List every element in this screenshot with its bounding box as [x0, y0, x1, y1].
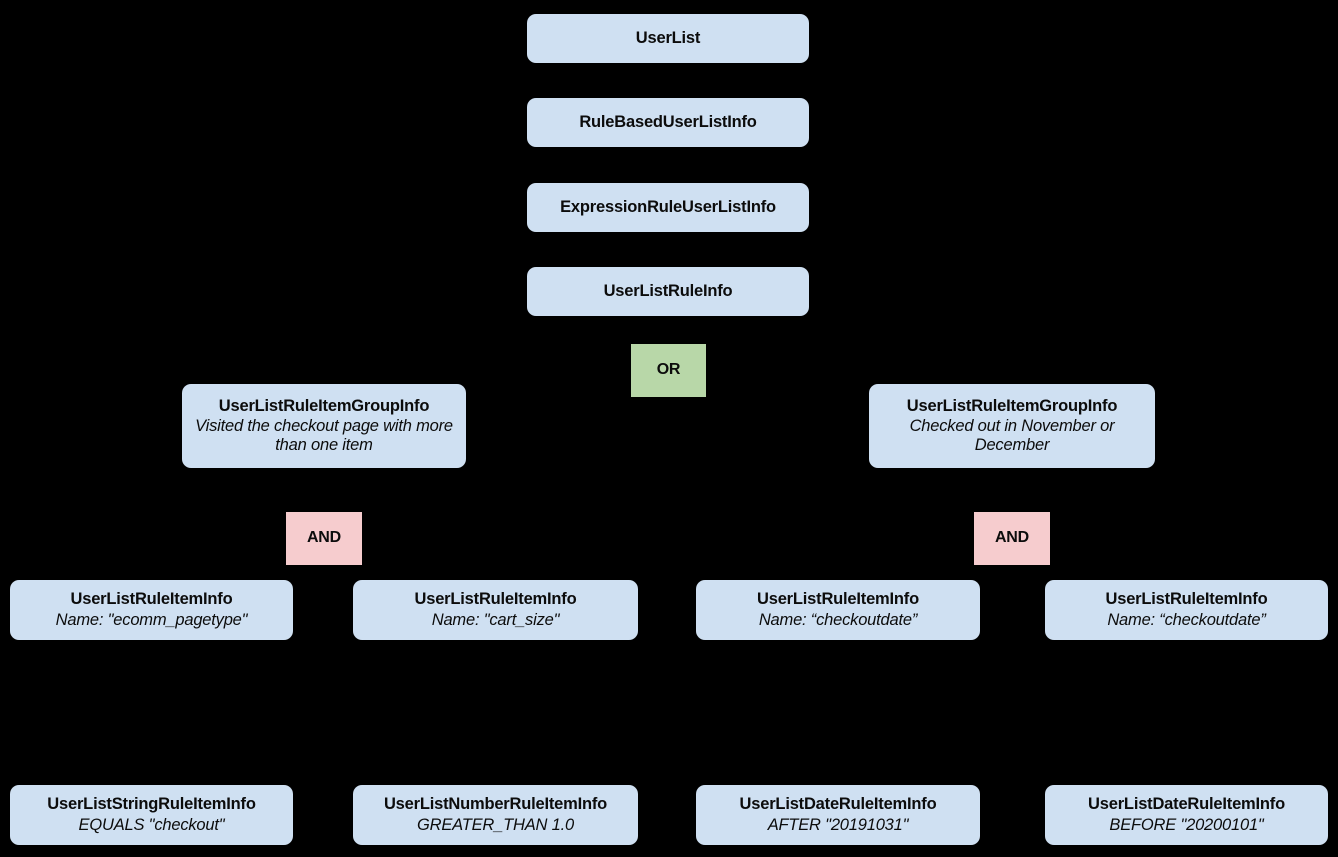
node-leaf-1-subtitle: EQUALS "checkout"	[78, 815, 225, 834]
node-or-operator[interactable]: OR	[631, 344, 706, 397]
node-leaf-3[interactable]: UserListDateRuleItemInfo AFTER "20191031…	[696, 785, 980, 845]
node-group-left-subtitle: Visited the checkout page with more than…	[195, 416, 453, 455]
node-leaf-2-subtitle: GREATER_THAN 1.0	[417, 815, 574, 834]
node-rule-item-3-subtitle: Name: “checkoutdate”	[758, 610, 918, 629]
node-leaf-4-title: UserListDateRuleItemInfo	[1088, 795, 1285, 814]
node-user-list-title: UserList	[635, 28, 701, 47]
node-rule-item-4-subtitle: Name: “checkoutdate”	[1107, 610, 1266, 629]
node-user-list-rule-info[interactable]: UserListRuleInfo	[527, 267, 809, 316]
node-leaf-4-subtitle: BEFORE "20200101"	[1109, 815, 1264, 834]
edge-expression-to-ruleinfo	[667, 232, 669, 279]
node-rule-item-4[interactable]: UserListRuleItemInfo Name: “checkoutdate…	[1045, 580, 1328, 640]
node-leaf-3-title: UserListDateRuleItemInfo	[739, 795, 937, 814]
edge-rulebased-to-expression	[667, 147, 669, 195]
node-rule-item-3[interactable]: UserListRuleItemInfo Name: “checkoutdate…	[696, 580, 980, 640]
arrowhead-group-right	[1002, 374, 1020, 387]
node-and-operator-right-label: AND	[994, 529, 1030, 547]
node-rule-based-user-list-info[interactable]: RuleBasedUserListInfo	[527, 98, 809, 147]
edge-item1-to-leaf1	[151, 640, 153, 785]
node-rule-item-3-title: UserListRuleItemInfo	[757, 590, 919, 609]
edge-group-left-to-and	[323, 468, 325, 512]
edge-item2-to-leaf2	[495, 640, 497, 785]
node-group-right[interactable]: UserListRuleItemGroupInfo Checked out in…	[869, 384, 1155, 468]
node-and-operator-left[interactable]: AND	[286, 512, 362, 565]
edge-or-to-group-left-h	[323, 372, 633, 374]
edge-item4-to-leaf4	[1186, 640, 1188, 785]
node-rule-item-1-subtitle: Name: "ecomm_pagetype"	[55, 610, 248, 629]
edge-or-to-group-right-h	[705, 372, 1012, 374]
edge-item3-to-leaf3	[838, 640, 840, 785]
edge-group-right-to-and	[1011, 468, 1013, 512]
node-expression-rule-user-list-info[interactable]: ExpressionRuleUserListInfo	[527, 183, 809, 232]
node-leaf-1[interactable]: UserListStringRuleItemInfo EQUALS "check…	[10, 785, 293, 845]
node-rule-item-2-subtitle: Name: "cart_size"	[431, 610, 560, 629]
node-group-right-title: UserListRuleItemGroupInfo	[906, 396, 1118, 415]
node-leaf-2[interactable]: UserListNumberRuleItemInfo GREATER_THAN …	[353, 785, 638, 845]
node-and-operator-left-label: AND	[306, 529, 342, 547]
node-leaf-3-subtitle: AFTER "20191031"	[767, 815, 909, 834]
node-rule-item-2-title: UserListRuleItemInfo	[414, 590, 577, 609]
node-leaf-4[interactable]: UserListDateRuleItemInfo BEFORE "2020010…	[1045, 785, 1328, 845]
node-rule-item-4-title: UserListRuleItemInfo	[1105, 590, 1268, 609]
node-group-right-subtitle: Checked out in November or December	[909, 416, 1115, 455]
node-leaf-1-title: UserListStringRuleItemInfo	[47, 795, 256, 814]
node-group-left-title: UserListRuleItemGroupInfo	[218, 396, 430, 415]
node-user-list[interactable]: UserList	[527, 14, 809, 63]
node-rule-item-1[interactable]: UserListRuleItemInfo Name: "ecomm_pagety…	[10, 580, 293, 640]
edge-and-left-to-item2	[495, 565, 497, 580]
edge-userlist-to-rulebased	[667, 63, 669, 110]
node-leaf-2-title: UserListNumberRuleItemInfo	[383, 795, 608, 814]
node-rule-item-1-title: UserListRuleItemInfo	[70, 590, 233, 609]
node-user-list-rule-info-title: UserListRuleInfo	[603, 281, 733, 300]
node-rule-item-2[interactable]: UserListRuleItemInfo Name: "cart_size"	[353, 580, 638, 640]
edge-and-right-to-item3	[838, 565, 840, 580]
node-or-operator-label: OR	[656, 361, 681, 379]
arrowhead-group-left	[314, 374, 332, 387]
edge-ruleinfo-to-or	[667, 316, 669, 344]
node-group-left[interactable]: UserListRuleItemGroupInfo Visited the ch…	[182, 384, 466, 468]
node-rule-based-user-list-info-title: RuleBasedUserListInfo	[579, 112, 757, 131]
node-expression-rule-user-list-info-title: ExpressionRuleUserListInfo	[560, 197, 776, 216]
edge-and-left-to-item1	[151, 565, 153, 580]
node-and-operator-right[interactable]: AND	[974, 512, 1050, 565]
edge-and-right-to-item4	[1186, 565, 1188, 580]
